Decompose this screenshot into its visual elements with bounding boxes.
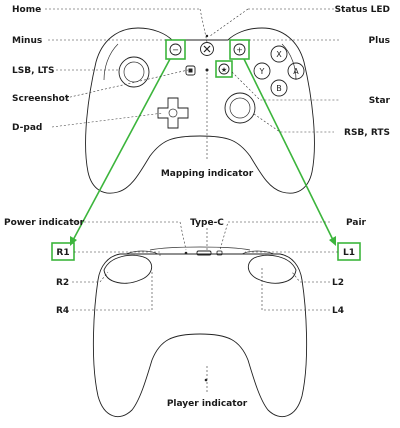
label-plus: Plus: [369, 36, 390, 46]
arrowhead-l1: [329, 236, 336, 246]
label-lsb-lts: LSB, LTS: [12, 66, 55, 76]
connector-plus-to-l1: [243, 58, 335, 243]
dpad-center: [168, 108, 178, 118]
leader-lines: [45, 8, 340, 394]
r2-trigger: [103, 254, 153, 284]
controller-back-view: [92, 246, 308, 418]
power-indicator-dot: [184, 251, 188, 255]
button-a: [287, 62, 305, 80]
l1-bumper: [241, 250, 275, 255]
home-button: [200, 42, 214, 56]
label-rsb-rts: RSB, RTS: [344, 128, 390, 138]
home-icon: [203, 45, 211, 53]
label-star: Star: [369, 96, 391, 106]
label-status-led: Status LED: [335, 5, 390, 15]
button-y-label: Y: [259, 67, 265, 76]
label-player-indicator: Player indicator: [167, 399, 248, 409]
back-top-edge: [149, 246, 251, 251]
label-r2: R2: [56, 278, 69, 288]
label-l1: L1: [343, 248, 355, 258]
plus-button: [233, 43, 246, 56]
type-c-port: [196, 250, 212, 256]
label-minus: Minus: [12, 36, 42, 46]
minus-symbol: −: [172, 46, 179, 55]
screenshot-dot: [188, 68, 193, 73]
button-a-label: A: [293, 67, 299, 76]
player-indicator-dot: [204, 378, 208, 382]
button-b-label: B: [276, 84, 282, 93]
button-b: [270, 79, 288, 97]
front-body-outline: [85, 27, 315, 194]
right-stick-cap: [229, 97, 251, 119]
star-icon: ★: [221, 66, 227, 74]
star-highlight-box: [215, 60, 233, 78]
back-body-outline: [92, 253, 308, 418]
label-screenshot: Screenshot: [12, 94, 70, 104]
label-dpad: D-pad: [12, 123, 42, 133]
label-mapping-indicator: Mapping indicator: [161, 169, 254, 179]
label-pair: Pair: [346, 218, 367, 228]
screenshot-button: [185, 65, 196, 76]
controller-front-view: X Y A B − + ★: [85, 27, 315, 194]
plus-symbol: +: [236, 46, 243, 55]
label-power-indicator: Power indicator: [4, 218, 85, 228]
dpad: [157, 97, 189, 129]
button-x: [270, 45, 288, 63]
right-stick: [224, 92, 256, 124]
label-l4: L4: [332, 306, 344, 316]
r1-bumper: [125, 250, 159, 255]
face-buttons: X Y A B: [253, 45, 305, 97]
mapping-indicator-dot: [205, 68, 209, 72]
connector-minus-to-r1: [71, 58, 171, 243]
label-r4: R4: [56, 306, 69, 316]
l1-highlight-box: [337, 242, 361, 261]
star-button: [218, 63, 230, 75]
l2-trigger: [247, 254, 297, 284]
left-stick-cap: [123, 61, 145, 83]
label-l2: L2: [332, 278, 344, 288]
label-r1: R1: [56, 248, 69, 258]
pair-button: [216, 250, 223, 256]
minus-highlight-box: [165, 39, 186, 60]
status-led-dot: [205, 34, 209, 38]
plus-highlight-box: [229, 39, 250, 60]
r1-highlight-box: [51, 242, 75, 261]
left-stick: [118, 56, 150, 88]
label-type-c: Type-C: [190, 218, 224, 228]
button-y: [253, 62, 271, 80]
minus-button: [169, 43, 182, 56]
button-x-label: X: [276, 50, 282, 59]
front-face-contour: [103, 43, 297, 81]
green-connectors: [70, 58, 336, 246]
label-home: Home: [12, 5, 41, 15]
